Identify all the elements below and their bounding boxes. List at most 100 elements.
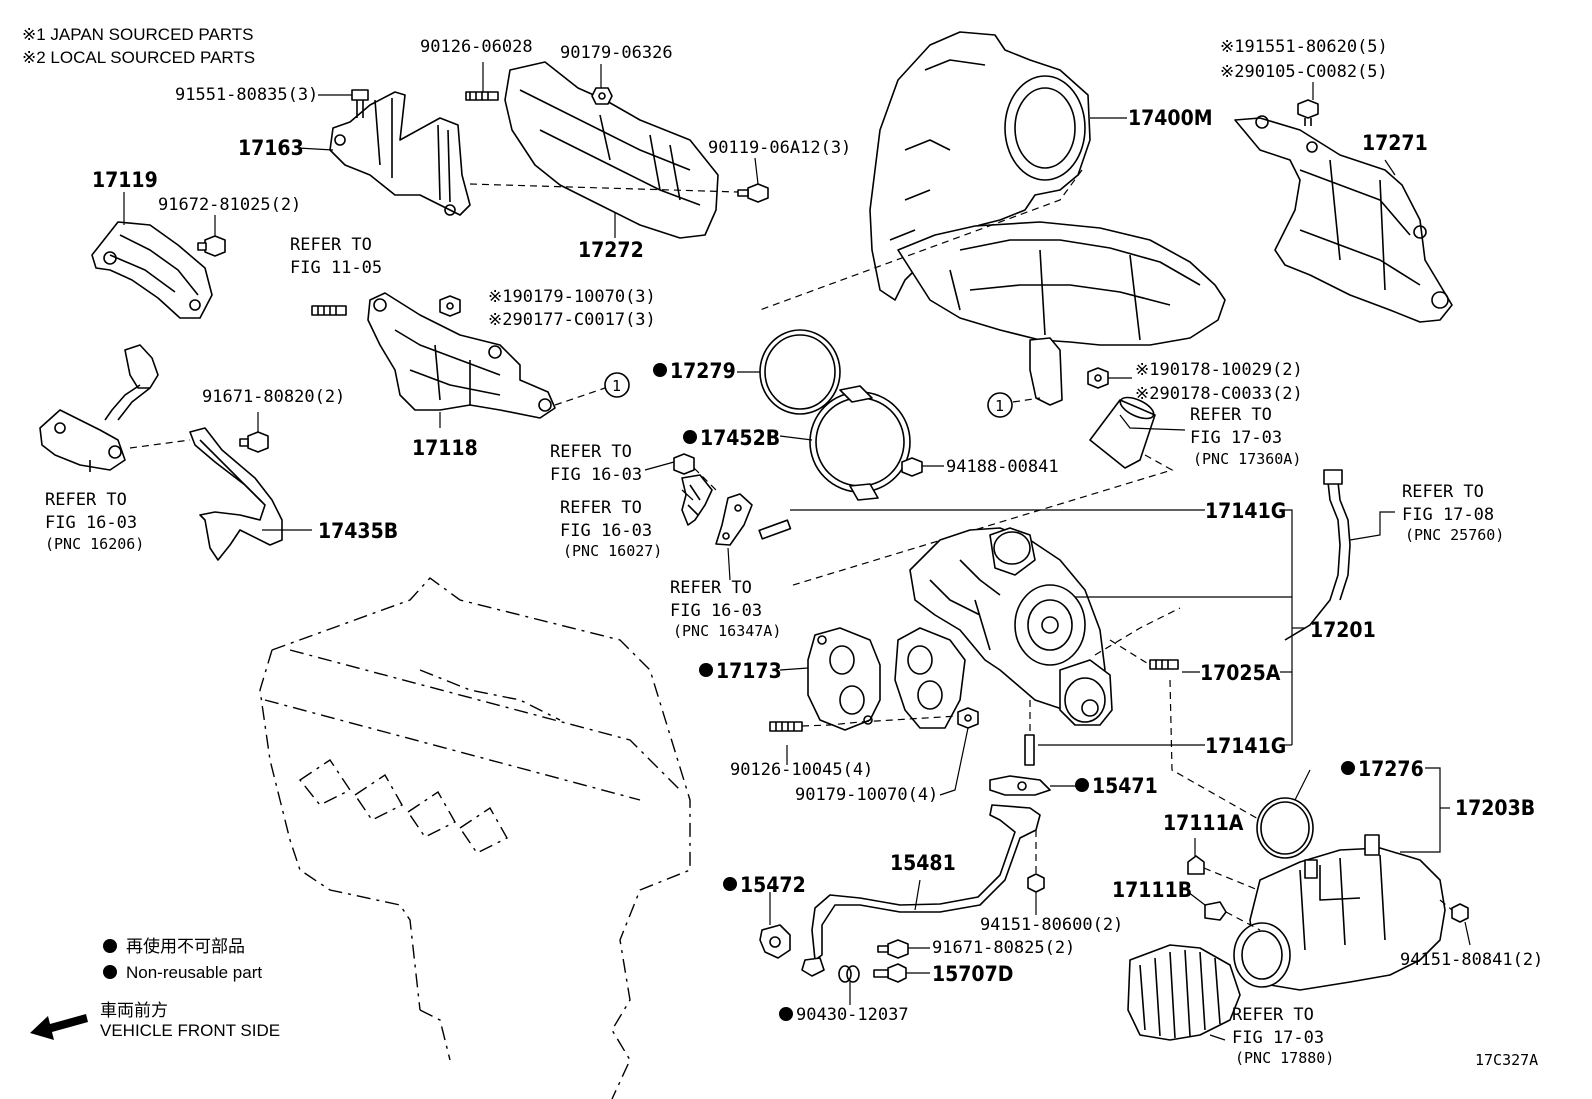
leader-lines	[123, 62, 1471, 1041]
legend-nonreusable-en: Non-reusable part	[126, 963, 262, 982]
refer-16027-line3: (PNC 16027)	[563, 542, 662, 560]
bolt-91551-80620[interactable]	[1297, 99, 1319, 126]
label-15481: 15481	[890, 851, 956, 875]
label-17452B: 17452B	[700, 426, 780, 450]
label-15707D: 15707D	[932, 962, 1013, 986]
oil-fitting-refer-16027[interactable]	[681, 474, 713, 526]
gasket-refer-16347A[interactable]	[715, 493, 753, 546]
dash-plug-pipe	[1203, 867, 1259, 891]
stud-17025A[interactable]	[1149, 659, 1179, 670]
label-15472: 15472	[740, 873, 806, 897]
stud-17141G-lower[interactable]	[1024, 734, 1035, 766]
refer-16206-line1: REFER TO	[45, 490, 127, 510]
nonreusable-dot-15471	[1075, 778, 1089, 792]
refer-16027-line2: FIG 16-03	[560, 521, 652, 541]
refer-25760-line1: REFER TO	[1402, 482, 1484, 502]
oil-pipe-refer-16206[interactable]	[39, 344, 159, 472]
refer-17360A-line3: (PNC 17360A)	[1193, 450, 1301, 468]
dash-nut-fitting	[693, 467, 717, 491]
refer-fig-11-05-line2: FIG 11-05	[290, 258, 382, 278]
stud-90126-10045[interactable]	[769, 721, 803, 732]
dash-plug-b-pipe	[1225, 911, 1261, 931]
oil-pipe-15481[interactable]	[811, 804, 1041, 961]
front-arrow-icon	[30, 1014, 88, 1040]
label-17400M: 17400M	[1128, 106, 1213, 130]
heat-insulator-17271[interactable]	[1234, 115, 1453, 323]
bolt-94151-80600[interactable]	[1027, 873, 1045, 893]
dash-turbo-to-gasket	[1169, 679, 1261, 821]
refer-16206-line3: (PNC 16206)	[45, 535, 144, 553]
nonreusable-dot-17279	[653, 363, 667, 377]
refer-17880-line2: FIG 17-03	[1232, 1028, 1324, 1048]
union-bolt-15707D[interactable]	[873, 963, 907, 983]
label-17279: 17279	[670, 359, 736, 383]
gasket-17173[interactable]	[807, 627, 881, 731]
gasket-17279[interactable]	[759, 329, 841, 415]
dash-marker-to-manifold	[1012, 397, 1041, 403]
diagram-code: 17C327A	[1475, 1051, 1538, 1069]
bracket-17119[interactable]	[91, 221, 213, 319]
nut-90179-06326[interactable]	[591, 87, 613, 105]
label-17276: 17276	[1358, 757, 1424, 781]
stud-refer-fig-11-05[interactable]	[311, 305, 347, 316]
label-91551-80620: ※191551-80620(5)	[1220, 37, 1388, 57]
refer-16-03-line2: FIG 16-03	[550, 465, 642, 485]
nut-90178-10029[interactable]	[1087, 367, 1109, 389]
stud-90126-06028[interactable]	[465, 91, 499, 101]
refer-17360A-line2: FIG 17-03	[1190, 428, 1282, 448]
exhaust-manifold-17400M[interactable]	[869, 31, 1226, 406]
dash-17118-to-marker	[554, 387, 606, 406]
stud-17141G-upper[interactable]	[758, 519, 792, 540]
label-17271: 17271	[1362, 131, 1428, 155]
bolt-94151-80841[interactable]	[1451, 903, 1469, 923]
hose-refer-25760[interactable]	[1284, 469, 1351, 641]
refer-17880-line3: (PNC 17880)	[1235, 1049, 1334, 1067]
nonreusable-dot-17276	[1341, 761, 1355, 775]
label-17435B: 17435B	[318, 519, 398, 543]
label-17119: 17119	[92, 168, 158, 192]
bolt-91671-80825[interactable]	[877, 939, 909, 959]
label-17163: 17163	[238, 136, 304, 160]
dash-sensor-to-turbo	[789, 454, 1174, 587]
gasket-17276[interactable]	[1256, 797, 1314, 859]
bolt-90119-06A12[interactable]	[737, 183, 769, 203]
plug-17111B[interactable]	[1204, 901, 1227, 921]
turbocharger-17201[interactable]	[894, 527, 1113, 729]
label-17025A: 17025A	[1200, 661, 1281, 685]
clamp-17452B[interactable]	[809, 385, 911, 501]
pipe-fitting-15481-end[interactable]	[801, 957, 825, 977]
dash-turbo-hose	[1094, 607, 1181, 656]
label-17111A: 17111A	[1163, 811, 1244, 835]
bracket-17118[interactable]	[367, 292, 556, 419]
bracket-17163[interactable]	[329, 91, 471, 216]
refer-16347A-line3: (PNC 16347A)	[673, 622, 781, 640]
label-15471: 15471	[1092, 774, 1158, 798]
gasket-15471[interactable]	[989, 775, 1051, 796]
nut-refer-fig-16-03[interactable]	[673, 453, 695, 475]
bolt-91671-80820[interactable]	[239, 431, 269, 453]
label-90177-C0017: ※290177-C0017(3)	[488, 310, 656, 330]
label-90179-10070-4: 90179-10070(4)	[795, 785, 938, 805]
bolt-91672-81025[interactable]	[197, 235, 226, 257]
svg-text:1: 1	[612, 377, 621, 395]
refer-17880-line1: REFER TO	[1232, 1005, 1314, 1025]
note-japan-sourced: ※1 JAPAN SOURCED PARTS	[22, 25, 254, 44]
nut-90179-10070-3[interactable]	[439, 295, 461, 317]
nut-90179-10070-4[interactable]	[957, 707, 979, 729]
reference-marker-1-right: 1	[987, 392, 1013, 418]
engine-block-outline	[259, 577, 691, 1099]
outlet-pipe-17203B[interactable]	[1233, 834, 1446, 991]
gasket-15472[interactable]	[759, 924, 791, 959]
plug-17111A[interactable]	[1187, 855, 1205, 875]
heat-insulator-17272[interactable]	[504, 61, 719, 239]
label-17118: 17118	[412, 436, 478, 460]
label-91551-80835: 91551-80835(3)	[175, 85, 318, 105]
nut-94188-00841[interactable]	[901, 457, 923, 477]
refer-16347A-line2: FIG 16-03	[670, 601, 762, 621]
washer-90430-12037[interactable]	[838, 965, 860, 983]
intake-hose-refer-17880[interactable]	[1127, 944, 1241, 1041]
label-94188-00841: 94188-00841	[946, 457, 1059, 477]
note-local-sourced: ※2 LOCAL SOURCED PARTS	[22, 48, 255, 67]
bracket-17435B[interactable]	[189, 427, 283, 561]
sensor-refer-17360A[interactable]	[1089, 393, 1157, 469]
